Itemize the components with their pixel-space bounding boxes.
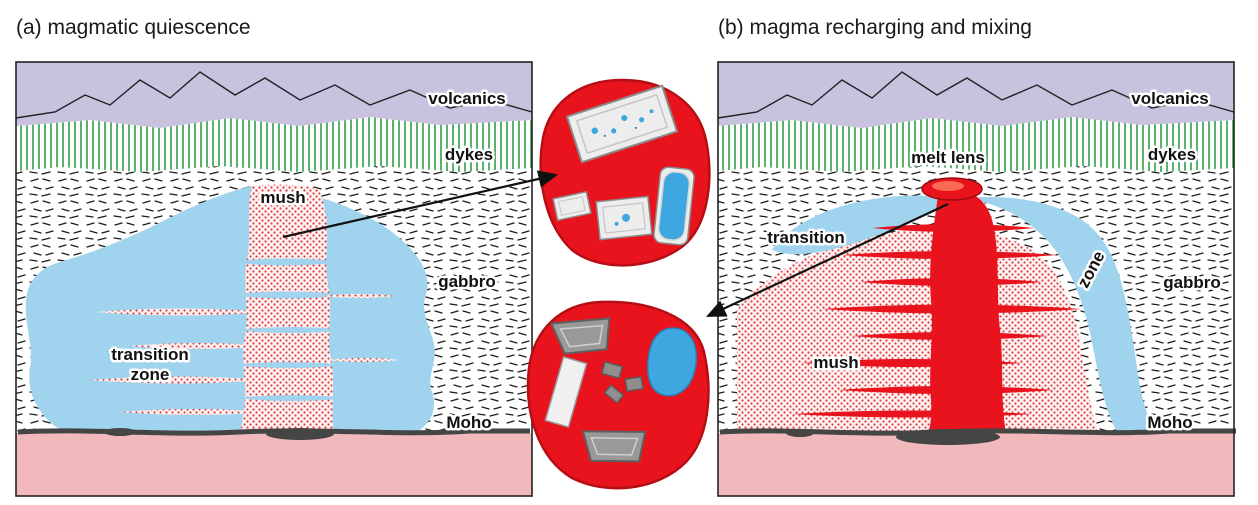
mush-sill-stripe [128,343,268,349]
fragment-body [600,360,624,380]
label-gabbro-a: gabbro [438,272,496,291]
crystal-zoning-rim [590,436,639,456]
blue-sill-stripe [235,395,350,401]
arrow-mush-to-top-inset [282,170,559,239]
crystal-fragment [603,383,625,405]
plagioclase-crystal-large [565,84,679,164]
inset-bottom-crystal-view [526,300,710,490]
mush-sill-stripe [322,294,395,298]
crystal-body [581,430,647,463]
label-mush-b: mush [813,353,858,372]
melt-inclusion [621,115,628,122]
melt-column-b [928,194,1006,433]
melt-pocket [647,327,698,397]
arrow-meltlens-to-bottom-inset [706,203,949,317]
blue-sill-stripe [235,327,348,333]
mush-sill-stripe [88,376,262,384]
crystal-zoning-rim [602,202,646,234]
plagioclase-crystal-mid [595,195,653,241]
melt-inclusion [649,109,654,114]
label-moho-a: Moho [446,413,491,432]
plagioclase-crystal-small [552,190,592,222]
crystal-zoning-rim [558,195,586,217]
label-mush-a: mush [260,188,305,207]
blue-sill-stripe [228,362,352,368]
fragment-body [603,383,625,405]
label-gabbro-b: gabbro [1163,273,1221,292]
fragment-body [624,376,644,392]
crystal-body [565,84,679,164]
melt-pocket [657,171,691,241]
inset-top-crystal-view [539,78,711,267]
label-zone-a: zone [131,365,170,384]
mush-column-a [240,184,334,433]
blue-sill-stripe [230,258,345,266]
moho-blob [104,428,136,436]
moho-blob [786,429,814,437]
panel-a-border [15,61,533,497]
melt-inclusion [614,221,619,226]
moho-blob [896,429,1000,445]
crystal-zoning-rim [575,93,669,155]
panel-a-title: (a) magmatic quiescence [16,16,251,39]
panel-b: volcanics dykes melt lens transition zon… [717,61,1236,497]
gray-crystal-trapezoid-top [549,317,611,355]
crystal-body [549,317,611,355]
mush-sill-stripe [326,358,400,362]
melt-inclusion [621,213,630,222]
label-dykes-b: dykes [1148,145,1196,164]
panel-a: volcanics dykes mush gabbro transition z… [15,61,533,497]
melt-inclusion-small [634,126,637,129]
mush-sill-stripe [120,409,266,415]
crystal-body [552,190,592,222]
panel-b-border [717,61,1235,497]
moho-line-a [17,428,530,436]
melt-inclusion [591,127,598,134]
melt-lens-highlight [932,181,964,191]
label-transition-b: transition [767,228,844,247]
label-moho-b: Moho [1147,413,1192,432]
label-dykes-a: dykes [445,145,493,164]
melt-pocket-with-rim [653,166,695,246]
mush-sill-stripe [96,308,262,316]
label-transition-a: transition [111,345,188,364]
melt-inclusion-small [603,134,606,137]
label-melt-lens-b: melt lens [911,148,985,167]
transition-blue-right-b [968,196,1160,433]
crystal-fragment [600,360,624,380]
crystal-zoning-rim [559,324,604,348]
melt-inclusion [611,128,617,134]
panel-b-title: (b) magma recharging and mixing [718,16,1032,39]
moho-blob [266,428,334,440]
transition-blue-left-b [772,195,950,255]
crystal-body [544,356,588,428]
melt-inclusion [639,117,645,123]
gray-crystal-trapezoid-bottom [581,430,647,463]
label-volcanics-b: volcanics [1131,89,1209,108]
mush-region-b [737,228,1098,433]
blue-sill-stripe [225,291,350,299]
crystal-fragment [624,376,644,392]
melt-pocket-blob [647,327,698,397]
label-volcanics-a: volcanics [428,89,506,108]
white-crystal-lath [544,356,588,428]
